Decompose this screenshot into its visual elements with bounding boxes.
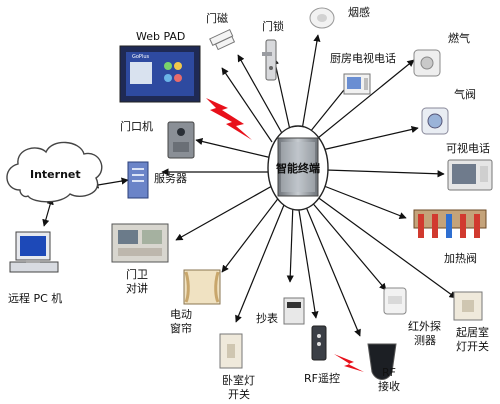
arrow-to-video-phone (325, 169, 445, 178)
server-icon (127, 161, 149, 199)
rf-remote-icon (311, 325, 327, 361)
arrow-to-door-intercom (195, 137, 273, 159)
ir-detector-label-line2: 测器 (414, 334, 436, 347)
living-switch-label-line1: 起居室 (456, 325, 489, 339)
gas-detector-icon (413, 49, 441, 77)
rf-remote-label: RF遥控 (304, 371, 340, 385)
web-pad-brand: GoPlus (132, 54, 150, 60)
web-pad-label: Web PAD (136, 30, 185, 43)
arrow-to-guard (175, 185, 273, 241)
smoke-detector-icon (309, 7, 335, 29)
smoke-label: 烟感 (348, 5, 370, 19)
web-pad-device: GoPlus (119, 45, 201, 103)
rf-receiver-label-line1: RF (382, 366, 396, 379)
video-phone-label: 可视电话 (446, 141, 490, 155)
curtain-icon (183, 269, 221, 305)
door-sensor-icon (209, 28, 236, 51)
bedroom-switch-label-line1: 卧室灯 (222, 373, 255, 387)
hub-label: 智能终端 (276, 161, 320, 175)
arrow-to-ir-detector (309, 199, 387, 291)
ir-detector-label-line1: 红外探 (408, 320, 441, 333)
living-switch-label-line2: 灯开关 (456, 339, 489, 353)
gas-label: 燃气 (448, 31, 470, 45)
internet-cloud: Internet (6, 141, 103, 203)
remote-pc-icon (9, 231, 59, 273)
guard-label-line1: 门卫 (126, 267, 148, 281)
gas-valve-icon (421, 107, 449, 135)
arrow-to-rf-remote (297, 203, 319, 319)
rf-lightning-icon (334, 354, 364, 372)
arrow-to-gas-valve (321, 125, 419, 151)
gas-valve-label: 气阀 (454, 87, 476, 101)
heating-valve-label: 加热阀 (444, 251, 477, 265)
door-intercom-label: 门口机 (120, 119, 153, 133)
rf-receiver-label-line2: 接收 (378, 379, 400, 393)
arrow-to-living-switch (315, 195, 457, 299)
arrow-to-gas (317, 59, 415, 139)
ir-detector-icon (383, 287, 407, 315)
curtain-label-line1: 电动 (170, 308, 192, 321)
guard-intercom-icon (111, 223, 169, 263)
door-lock-label: 门锁 (262, 19, 284, 33)
bedroom-switch-icon (219, 333, 243, 369)
curtain-label-line2: 窗帘 (170, 321, 192, 335)
arrow-to-smoke (301, 34, 321, 131)
kitchen-tv-phone-label: 厨房电视电话 (330, 51, 396, 65)
arrow-to-curtain (221, 195, 281, 273)
video-phone-icon (447, 159, 493, 191)
door-lock-icon (262, 39, 277, 81)
bedroom-switch-label-line2: 开关 (228, 387, 250, 401)
living-switch-icon (453, 291, 483, 321)
wireless-lightning-icon (206, 98, 252, 140)
kitchen-tv-phone-icon (343, 73, 371, 95)
arrow-to-bedroom-switch (235, 199, 287, 323)
meter-icon (283, 297, 305, 325)
internet-label: Internet (30, 168, 81, 181)
arrow-internet-to-remote-pc (42, 197, 54, 227)
arrow-to-door-lock (271, 57, 291, 131)
arrow-to-meter (286, 202, 294, 283)
server-label: 服务器 (154, 172, 187, 185)
arrow-to-heating-valve (323, 185, 407, 219)
rf-receiver-icon (367, 343, 397, 380)
connector-arrows (42, 34, 457, 337)
smart-terminal-hub: 智能终端 (267, 125, 329, 211)
arrow-to-web-pad (221, 67, 273, 143)
arrow-to-door-sensor (237, 54, 284, 136)
arrow-to-rf-receiver (303, 201, 361, 337)
door-sensor-label: 门磁 (206, 11, 228, 25)
meter-label: 抄表 (256, 311, 278, 325)
guard-label-line2: 对讲 (126, 281, 148, 295)
door-intercom-icon (167, 121, 195, 159)
heating-valve-icon (413, 209, 487, 238)
remote-pc-label: 远程 PC 机 (8, 291, 62, 305)
